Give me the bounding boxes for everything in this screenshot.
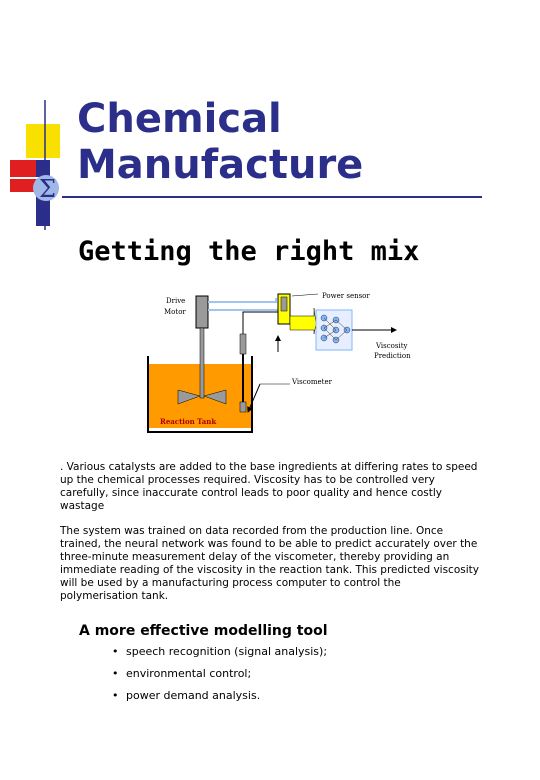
logo-circle: [33, 175, 59, 201]
drive-motor-label-1: Drive: [166, 297, 185, 305]
page-title: Chemical Manufacture: [77, 96, 363, 188]
reaction-tank-label: Reaction Tank: [160, 417, 216, 426]
reaction-tank: [147, 356, 253, 433]
viscometer-probe: [239, 333, 247, 355]
drive-motor: [195, 295, 209, 329]
list-item: •speech recognition (signal analysis);: [112, 645, 327, 667]
title-line-1: Chemical: [77, 96, 282, 142]
power-wire: [208, 298, 277, 303]
application-list: •speech recognition (signal analysis); •…: [112, 645, 327, 711]
title-line-2: Manufacture: [77, 142, 364, 188]
bullet-icon: •: [112, 689, 119, 702]
title-underline: [62, 196, 482, 198]
stirrer-blade-right: [203, 389, 227, 405]
logo-yellow-square: [26, 124, 60, 158]
bullet-icon: •: [112, 645, 119, 658]
paragraph-training: The system was trained on data recorded …: [60, 525, 479, 602]
viscometer-label: Viscometer: [291, 378, 333, 386]
sigma-logo-icon: Σ: [4, 100, 60, 230]
power-sensor-label: Power sensor: [322, 292, 370, 300]
page-subtitle: Getting the right mix: [78, 236, 420, 267]
viscosity-prediction-label-1: Viscosity: [375, 342, 408, 350]
bullet-icon: •: [112, 667, 119, 680]
section-heading: A more effective modelling tool: [79, 623, 328, 639]
signal-arrow: [289, 307, 317, 335]
sigma-symbol: Σ: [39, 175, 56, 203]
stirrer-blade-left: [177, 389, 201, 405]
drive-motor-label-2: Motor: [164, 308, 186, 316]
list-item: •environmental control;: [112, 667, 327, 689]
paragraph-catalysts: . Various catalysts are added to the bas…: [60, 461, 478, 512]
list-item: •power demand analysis.: [112, 689, 327, 711]
process-diagram: Drive Motor Power sensor Viscosity Predi…: [147, 292, 411, 433]
viscosity-prediction-label-2: Prediction: [374, 352, 411, 360]
stirrer-shaft: [199, 327, 205, 399]
